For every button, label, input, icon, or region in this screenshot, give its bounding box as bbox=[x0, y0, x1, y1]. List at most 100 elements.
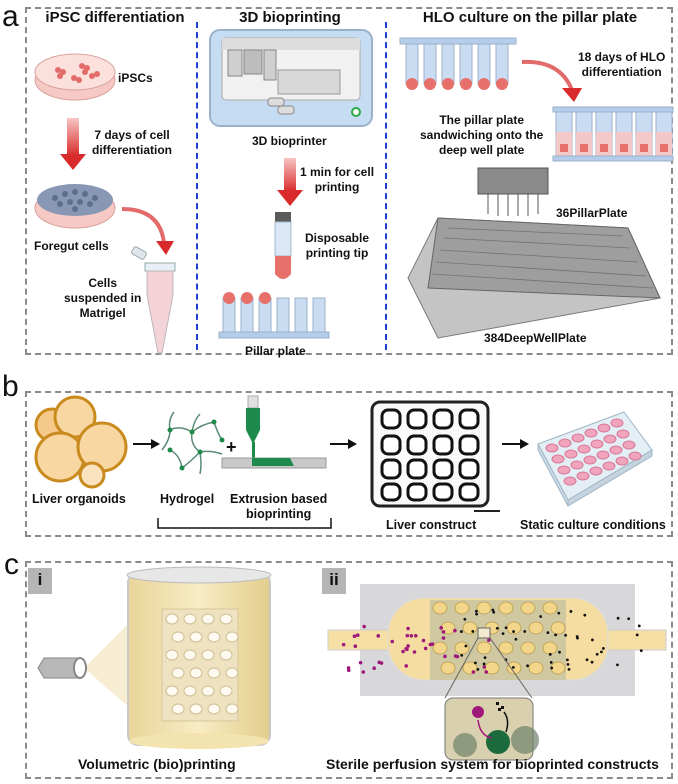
waste-dot bbox=[471, 629, 475, 633]
well bbox=[558, 438, 572, 448]
nutrient-dot bbox=[341, 642, 346, 647]
nutrient-dot bbox=[453, 654, 458, 658]
nutrient-dot bbox=[358, 660, 363, 665]
perfusion-hole bbox=[454, 641, 470, 655]
nutrient-dot bbox=[404, 664, 409, 668]
waste-dot bbox=[564, 633, 568, 637]
scaffold-hole bbox=[219, 649, 233, 661]
liver-construct-image bbox=[370, 400, 490, 508]
perfusion-hole bbox=[476, 641, 492, 655]
subpanel-tag-i: i bbox=[28, 568, 52, 594]
waste-dot bbox=[474, 609, 478, 613]
scaffold-hole bbox=[183, 613, 197, 625]
scaffold-hole bbox=[183, 649, 197, 661]
waste-dot bbox=[464, 644, 468, 648]
well bbox=[610, 418, 624, 428]
label-36pillarplate: 36PillarPlate bbox=[556, 206, 628, 220]
nutrient-dot bbox=[421, 638, 426, 643]
waste-dot bbox=[549, 660, 553, 664]
scaffold-hole bbox=[207, 667, 221, 679]
nutrient-dot bbox=[430, 642, 435, 646]
perfusion-hole bbox=[440, 661, 456, 675]
scaffold-hole bbox=[201, 613, 215, 625]
waste-dot bbox=[548, 652, 552, 656]
scaffold-hole bbox=[171, 703, 185, 715]
arrow-curved-red-1 bbox=[121, 207, 174, 255]
perfusion-hole bbox=[520, 641, 536, 655]
bioprinter-device bbox=[209, 29, 373, 127]
well bbox=[596, 450, 610, 460]
pillar-plate-inverted bbox=[399, 37, 517, 90]
waste-dot bbox=[476, 668, 480, 671]
nutrient-dot bbox=[443, 654, 447, 659]
scale-bar bbox=[474, 510, 500, 512]
waste-dot bbox=[463, 617, 467, 621]
scaffold-hole bbox=[189, 631, 203, 643]
waste-dot bbox=[569, 610, 573, 613]
well-plate-24 bbox=[537, 411, 653, 507]
waste-dot bbox=[495, 626, 499, 630]
nutrient-dot bbox=[453, 628, 457, 633]
waste-dot bbox=[460, 653, 464, 657]
label-liver-construct: Liver construct bbox=[386, 518, 477, 532]
label-foregut: Foregut cells bbox=[34, 239, 109, 253]
label-step1: 7 days of cell differentiation bbox=[92, 128, 172, 158]
label-step1-line1: 7 days of cell bbox=[94, 128, 170, 142]
perfusion-hole bbox=[432, 601, 448, 615]
label-extrusion-line1: Extrusion based bbox=[230, 492, 328, 506]
nutrient-dot bbox=[409, 634, 414, 638]
scaffold-hole bbox=[171, 631, 185, 643]
scaffold-hole bbox=[189, 667, 203, 679]
nutrient-dot bbox=[401, 649, 405, 654]
well bbox=[616, 429, 630, 439]
waste-dot bbox=[583, 613, 587, 617]
waste-dot bbox=[567, 667, 571, 671]
panel-a-divider-2 bbox=[385, 22, 387, 350]
scaffold-hole bbox=[171, 667, 185, 679]
waste-dot bbox=[460, 630, 463, 633]
waste-dot bbox=[526, 664, 529, 668]
arrow-right-3 bbox=[502, 439, 529, 449]
waste-dot bbox=[492, 610, 496, 614]
nutrient-dot bbox=[406, 626, 410, 631]
nutrient-dot bbox=[441, 636, 446, 640]
scaffold-hole bbox=[207, 703, 221, 715]
subpanel-tag-ii: ii bbox=[322, 568, 346, 594]
waste-dot bbox=[523, 630, 527, 633]
waste-dot bbox=[474, 661, 477, 665]
waste-dot bbox=[601, 646, 605, 650]
label-cells-matrigel: Cells suspended in Matrigel bbox=[64, 276, 141, 321]
waste-dot bbox=[637, 624, 641, 628]
nutrient-dot bbox=[376, 634, 381, 638]
perfusion-hole bbox=[462, 621, 478, 635]
eppendorf-tube bbox=[131, 246, 176, 354]
nutrient-dot bbox=[377, 660, 382, 665]
nutrient-dot bbox=[406, 644, 410, 648]
nutrient-dot bbox=[487, 638, 491, 643]
perfusion-chamber bbox=[327, 584, 667, 761]
label-print-line2: printing bbox=[314, 180, 360, 194]
scaffold-hole bbox=[201, 685, 215, 697]
label-hlo-line1: 18 days of HLO bbox=[578, 50, 666, 64]
well bbox=[563, 476, 577, 486]
well bbox=[545, 443, 559, 453]
nutrient-dot bbox=[372, 666, 376, 671]
well bbox=[584, 428, 598, 438]
well bbox=[571, 433, 585, 443]
nutrient-dot bbox=[362, 624, 366, 629]
scaffold-hole bbox=[225, 631, 239, 643]
panel-letter-b: b bbox=[2, 370, 19, 403]
perfusion-hole bbox=[520, 601, 536, 615]
scaffold-hole bbox=[219, 685, 233, 697]
well bbox=[583, 455, 597, 465]
waste-dot bbox=[546, 631, 550, 635]
waste-dot bbox=[566, 662, 570, 666]
light-projector bbox=[37, 620, 132, 710]
nutrient-dot bbox=[355, 633, 360, 637]
well bbox=[597, 423, 611, 433]
waste-dot bbox=[558, 650, 561, 654]
well bbox=[557, 465, 571, 475]
nutrient-dot bbox=[423, 646, 428, 651]
perfusion-hole bbox=[498, 601, 514, 615]
waste-dot bbox=[585, 658, 589, 662]
